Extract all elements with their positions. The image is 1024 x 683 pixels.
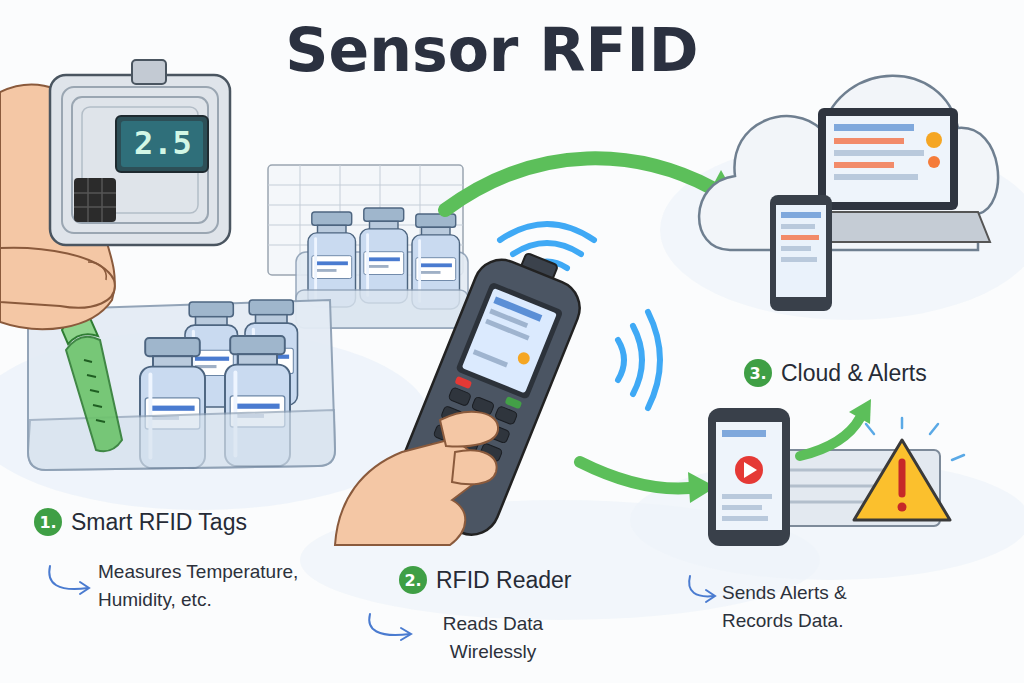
alert-devices-part (722, 516, 768, 521)
flow-arrow (445, 158, 740, 210)
step-header: 1. Smart RFID Tags (34, 508, 247, 536)
cloud-devices-part (834, 138, 904, 144)
alert-devices-part (744, 462, 757, 478)
wifi-waves-part (633, 326, 642, 394)
sensor-tag-part (74, 178, 116, 222)
wifi-waves-part (618, 340, 624, 380)
rfid-reader-part (516, 351, 532, 367)
step-header: 3. Cloud & Alerts (744, 359, 927, 387)
step-heading: Cloud & Alerts (781, 360, 927, 387)
step-description: Sends Alerts & Records Data. (722, 579, 912, 634)
hand-left-thumb (0, 248, 115, 308)
cloud-devices-part (826, 116, 950, 202)
cloud-devices-part (781, 212, 821, 218)
sensor-tag-part (72, 97, 208, 223)
rfid-reader-part (505, 396, 523, 409)
step-callout: 1.Smart RFID TagsMeasures Temperature, H… (34, 508, 247, 536)
step-number: 2. (399, 566, 427, 594)
pointer-arrow-part (706, 590, 715, 602)
cloud-devices-part (781, 224, 815, 229)
sensor-tag (50, 60, 230, 245)
cloud-devices-part (770, 195, 832, 311)
step-callout: 3.Cloud & AlertsSends Alerts & Records D… (744, 359, 927, 387)
wifi-waves-part (513, 243, 581, 254)
pointer-arrow-part (49, 566, 88, 589)
cloud-devices-part (818, 108, 958, 210)
rfid-reader-part-part (448, 387, 471, 407)
cloud-devices-part (834, 174, 918, 180)
cloud-devices-part (776, 205, 826, 297)
rfid-reader-part (462, 288, 557, 393)
flow-arrow (580, 462, 716, 503)
flow-arrow-part (800, 418, 860, 456)
step-header: 2. RFID Reader (399, 566, 571, 594)
vial-tray-top-part (360, 208, 408, 303)
sensor-tag-part (116, 116, 208, 172)
flow-arrow (800, 399, 871, 456)
hand-reader (335, 412, 498, 545)
step-heading: RFID Reader (436, 567, 571, 594)
cloud-devices-part (928, 156, 940, 168)
cloud-devices (699, 76, 998, 311)
cloud-devices-part (834, 150, 924, 156)
cloud-devices-part (926, 132, 942, 148)
hand-reader-part (440, 412, 498, 447)
alert-devices-part (899, 462, 906, 494)
pointer-arrow-part (369, 614, 410, 635)
cloud-devices-part (834, 124, 914, 131)
wifi-waves-part (648, 312, 660, 408)
alert-devices-part (722, 505, 762, 510)
alert-devices-part (722, 430, 766, 437)
sensor-tag-part (62, 87, 218, 233)
flow-arrow-part (849, 399, 871, 424)
alert-devices-part (722, 494, 772, 499)
sensor-tag-part (50, 75, 230, 245)
vial-tray-bottom-part (28, 410, 335, 470)
alert-devices-part (854, 440, 950, 520)
alert-devices-part (708, 408, 790, 546)
display-reading: 2.5 (134, 127, 192, 159)
alert-devices-part (898, 503, 907, 512)
alert-devices (708, 408, 964, 546)
hand-left-thumb-part (0, 248, 115, 308)
step-description: Measures Temperature, Humidity, etc. (98, 558, 318, 613)
diagram-title: Sensor RFID (0, 14, 984, 86)
cloud-devices-part (781, 246, 811, 251)
step-number: 1. (34, 508, 62, 536)
cloud-devices-part (781, 257, 817, 262)
rfid-reader-part (473, 349, 508, 367)
rfid-reader-part (485, 319, 530, 341)
sensor-tag-part (121, 121, 203, 167)
step-heading: Smart RFID Tags (71, 509, 247, 536)
rfid-reader-part (455, 282, 563, 400)
pointer-arrow-part (80, 582, 89, 594)
alert-devices-part (866, 418, 964, 460)
rfid-reader-part (493, 296, 542, 321)
alert-devices-part (716, 422, 782, 530)
cloud-devices-part (699, 76, 998, 250)
cloud-devices-part (834, 162, 894, 168)
hand-reader-part (452, 450, 497, 484)
rfid-reader-part-part (494, 406, 517, 426)
step-number: 3. (744, 359, 772, 387)
cloud-devices-part (781, 235, 819, 240)
step-callout: 2.RFID ReaderReads Data Wirelessly (399, 566, 571, 594)
wifi-waves-part (500, 224, 594, 240)
flow-arrow-part (445, 158, 712, 210)
sensor-tag-part (74, 178, 116, 222)
flow-arrow-part (580, 462, 690, 488)
vial-tray-bottom-part (66, 337, 122, 452)
rfid-reader-part (454, 376, 472, 389)
step-description: Reads Data Wirelessly (428, 610, 558, 665)
alert-devices-part (735, 456, 763, 484)
hand-left-thumb-part (88, 262, 106, 280)
sensor-tag-part (132, 60, 166, 84)
pointer-arrow-part (401, 628, 411, 640)
vial-tray-bottom-part (84, 360, 105, 422)
